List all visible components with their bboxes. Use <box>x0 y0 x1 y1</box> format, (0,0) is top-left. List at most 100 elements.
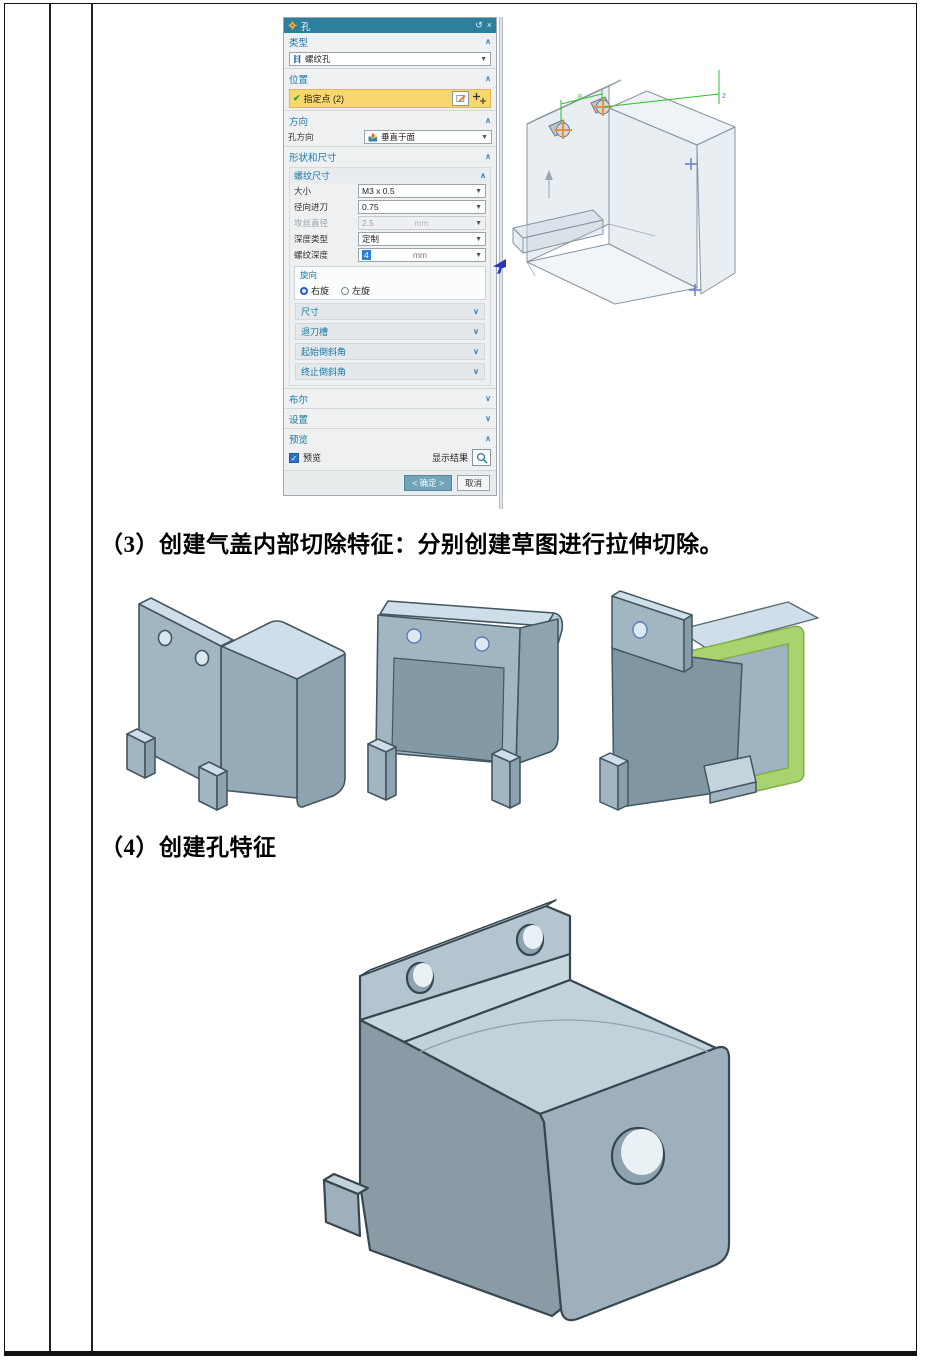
hole-dialog: 孔 ↺ × 类型 螺纹孔 ▼ 位置 指定点 <box>283 17 497 496</box>
depth-type-dropdown[interactable]: 定制 ▼ <box>358 232 486 246</box>
collapsed-dimensions[interactable]: 尺寸 <box>295 303 485 320</box>
cancel-button[interactable]: 取消 <box>456 475 490 491</box>
section-position[interactable]: 位置 <box>284 70 496 87</box>
threaded-hole-icon <box>294 55 301 63</box>
hole-dialog-icon <box>288 21 297 30</box>
section-type-label: 类型 <box>289 37 309 49</box>
hole-direction-value: 垂直于面 <box>381 132 416 142</box>
hole-preview-model: 8 2 <box>512 70 736 305</box>
show-result-label: 显示结果 <box>431 453 468 463</box>
final-hole-model-figure <box>308 884 790 1350</box>
tap-drill-field: 2.5 mm ▼ <box>358 216 486 230</box>
section-shape[interactable]: 形状和尺寸 <box>284 148 496 165</box>
chevron-down-icon[interactable] <box>485 394 491 403</box>
collapsed-start-chamfer-label: 起始倒斜角 <box>301 347 347 357</box>
section-boolean[interactable]: 布尔 <box>284 390 496 407</box>
flange-hole <box>474 636 490 652</box>
cut-feature-model-c <box>599 590 819 811</box>
thread-depth-input[interactable]: 4 mm ▼ <box>358 248 486 262</box>
collapsed-relief-groove-label: 退刀槽 <box>301 327 329 337</box>
sketch-section-button[interactable] <box>452 91 469 106</box>
tap-drill-label: 攻丝直径 <box>294 218 329 228</box>
chevron-up-icon[interactable] <box>485 152 491 161</box>
table-frame <box>4 3 917 1356</box>
collapsed-relief-groove[interactable]: 退刀槽 <box>295 323 485 340</box>
size-dropdown[interactable]: M3 x 0.5 ▼ <box>358 184 486 198</box>
preview-checkbox[interactable] <box>289 452 299 463</box>
chevron-up-icon[interactable] <box>480 171 486 180</box>
handedness-label: 旋向 <box>300 270 318 280</box>
chevron-up-icon[interactable] <box>485 37 491 46</box>
flange-hole <box>157 629 173 647</box>
chevron-down-icon[interactable] <box>473 367 479 376</box>
chevron-down-icon[interactable] <box>473 307 479 316</box>
specify-point-status: 指定点 (2) <box>303 94 345 104</box>
mouse-cursor-icon <box>493 259 506 274</box>
dropdown-arrow-icon: ▼ <box>475 219 482 227</box>
final-hole-model <box>322 899 731 1322</box>
right-hand-radio[interactable]: 右旋 <box>300 284 329 297</box>
cut-feature-model-c-figure <box>592 582 848 827</box>
tap-drill-unit: mm <box>414 218 429 228</box>
thread-group-header[interactable]: 螺纹尺寸 <box>290 168 490 183</box>
specify-point-row[interactable]: 指定点 (2) <box>289 89 491 108</box>
magnifier-icon <box>476 452 488 464</box>
hole-direction-label: 孔方向 <box>288 132 314 142</box>
dropdown-arrow-icon: ▼ <box>475 187 482 195</box>
chevron-up-icon[interactable] <box>485 74 491 83</box>
section-settings[interactable]: 设置 <box>284 410 496 427</box>
handedness-box: 旋向 右旋 左旋 <box>294 266 486 300</box>
type-dropdown[interactable]: 螺纹孔 ▼ <box>289 52 491 66</box>
sketch-icon <box>455 94 466 102</box>
thread-depth-label: 螺纹深度 <box>294 250 329 260</box>
left-hand-radio[interactable]: 左旋 <box>341 284 370 297</box>
section-preview[interactable]: 预览 <box>284 430 496 447</box>
flange-hole <box>194 649 210 667</box>
show-result-button[interactable] <box>472 449 491 466</box>
chevron-down-icon[interactable] <box>473 327 479 336</box>
width-dimension-label: 8 <box>578 94 582 101</box>
cut-feature-model-a <box>126 597 346 811</box>
dialog-title: 孔 <box>301 21 311 33</box>
section-position-label: 位置 <box>289 74 309 86</box>
dialog-titlebar[interactable]: 孔 ↺ × <box>284 18 496 33</box>
section-preview-label: 预览 <box>289 434 309 446</box>
thread-dimensions-group: 螺纹尺寸 大小 M3 x 0.5 ▼ 径向进刀 0.75 ▼ 攻丝直径 <box>289 167 491 386</box>
section-shape-label: 形状和尺寸 <box>289 152 337 164</box>
section-direction[interactable]: 方向 <box>284 112 496 129</box>
type-value: 螺纹孔 <box>305 54 331 64</box>
depth-type-value: 定制 <box>362 234 380 244</box>
radio-icon <box>341 287 350 295</box>
collapsed-end-chamfer[interactable]: 终止倒斜角 <box>295 363 485 380</box>
collapsed-dimensions-label: 尺寸 <box>301 307 320 317</box>
close-icon[interactable]: × <box>486 20 492 30</box>
section-boolean-label: 布尔 <box>289 394 309 406</box>
cut-feature-model-b <box>367 600 564 809</box>
step3-heading: （3）创建气盖内部切除特征：分别创建草图进行拉伸切除。 <box>100 532 723 557</box>
thread-depth-value: 4 <box>362 250 371 260</box>
collapsed-start-chamfer[interactable]: 起始倒斜角 <box>295 343 485 360</box>
thread-group-label: 螺纹尺寸 <box>294 171 331 181</box>
hole-preview-model-figure: 8 2 <box>505 58 757 306</box>
reset-icon[interactable]: ↺ <box>475 20 483 30</box>
point-constructor-icon[interactable] <box>472 92 487 105</box>
chevron-down-icon[interactable] <box>473 347 479 356</box>
right-hand-label: 右旋 <box>311 286 330 296</box>
size-value: M3 x 0.5 <box>362 186 395 196</box>
section-type[interactable]: 类型 <box>284 33 496 50</box>
ok-button[interactable]: < 确定 > <box>404 475 452 491</box>
size-label: 大小 <box>294 186 312 196</box>
cut-feature-model-b-figure <box>352 588 597 823</box>
chevron-up-icon[interactable] <box>485 116 491 125</box>
table-column-divider-1 <box>49 4 51 1351</box>
radial-engage-dropdown[interactable]: 0.75 ▼ <box>358 200 486 214</box>
flange-hole <box>406 628 422 644</box>
chevron-down-icon[interactable] <box>485 414 491 423</box>
check-icon <box>293 93 301 104</box>
section-settings-label: 设置 <box>289 414 309 426</box>
table-column-divider-2 <box>91 4 93 1351</box>
section-direction-label: 方向 <box>289 116 309 128</box>
hole-direction-dropdown[interactable]: 垂直于面 ▼ <box>364 130 492 144</box>
chevron-up-icon[interactable] <box>485 434 491 443</box>
